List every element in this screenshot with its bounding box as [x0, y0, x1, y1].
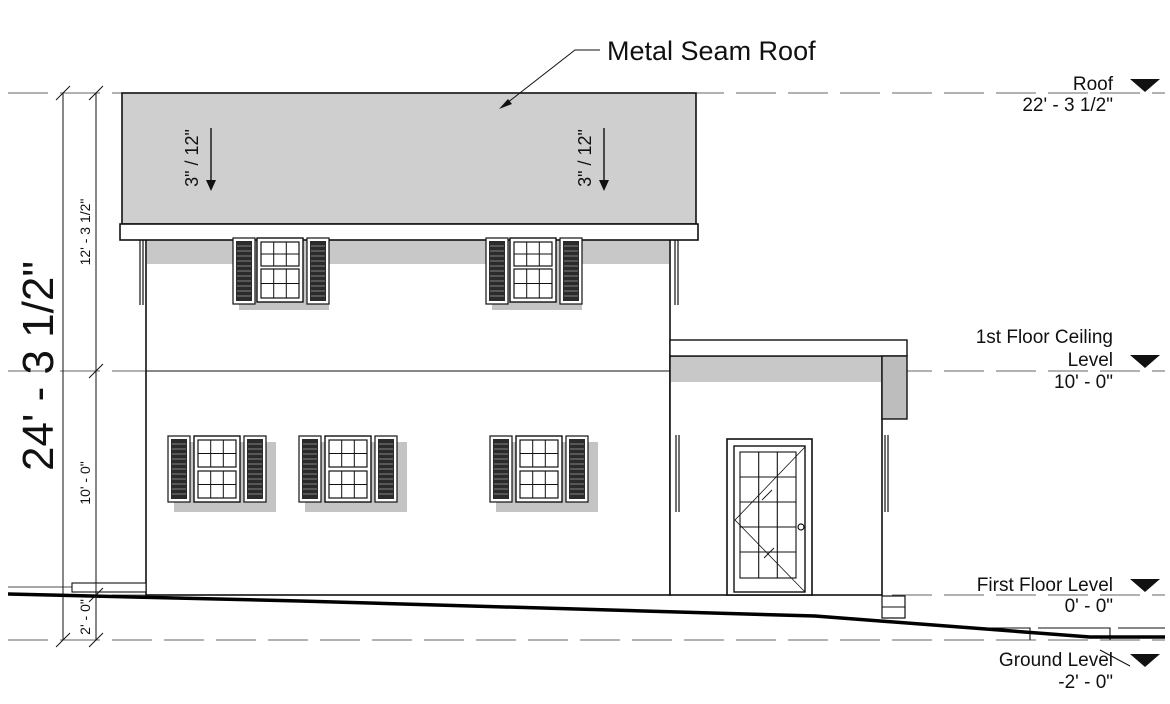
slope-indicator-right: 3" / 12": [575, 128, 609, 191]
ground-line: [7, 592, 1165, 639]
entry-door: [726, 438, 813, 596]
dimension-upper: 12' - 3 1/2": [77, 199, 93, 266]
ground-level-name: Ground Level: [999, 650, 1113, 671]
roof-level-elevation: 22' - 3 1/2": [1022, 95, 1113, 116]
level-markers: [1130, 79, 1160, 667]
dimension-lower: 2' - 0": [77, 599, 93, 635]
first-floor-level-elevation: 0' - 0": [1065, 596, 1113, 617]
first-floor-level-marker: [1130, 579, 1160, 592]
roof-callout-leader: [499, 49, 600, 109]
first-floor-level-name: First Floor Level: [977, 575, 1113, 596]
roof: [119, 92, 699, 241]
ceiling-level-elevation: 10' - 0": [1054, 372, 1113, 393]
dimension-overall: 24' - 3 1/2": [14, 261, 63, 471]
dimension-lines: [55, 85, 104, 648]
upper-window-left: [232, 237, 330, 310]
lower-window-1: [168, 436, 276, 512]
slope-label-right: 3" / 12": [575, 129, 595, 187]
ground-level-elevation: -2' - 0": [1058, 672, 1113, 693]
dimension-middle: 10' - 0": [77, 461, 93, 504]
slope-indicator-left: 3" / 12": [182, 128, 216, 191]
ground-level-marker: [1130, 654, 1160, 667]
slope-label-left: 3" / 12": [182, 129, 202, 187]
ceiling-level-name-line2: Level: [1068, 350, 1113, 371]
left-stoop: [8, 582, 147, 593]
main-house: [139, 239, 679, 596]
roof-level-marker: [1130, 79, 1160, 92]
ceiling-level-name-line1: 1st Floor Ceiling: [976, 327, 1113, 348]
lower-window-2: [299, 436, 407, 512]
roof-level-name: Roof: [1073, 74, 1114, 95]
upper-window-right: [485, 237, 583, 310]
lower-window-3: [490, 436, 598, 512]
ceiling-level-marker: [1130, 355, 1160, 368]
roof-material-callout: Metal Seam Roof: [607, 36, 816, 66]
